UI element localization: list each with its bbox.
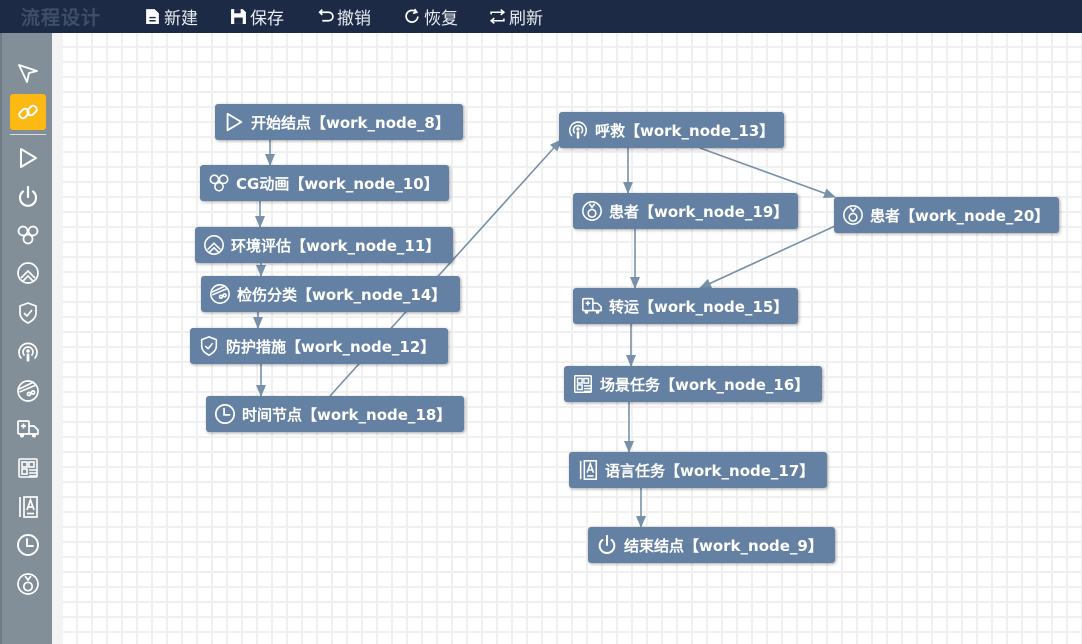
- shield-check-icon: [198, 335, 220, 357]
- flow-node[interactable]: 转运【work_node_15】: [573, 288, 798, 324]
- undo-button[interactable]: 撤销: [317, 0, 371, 33]
- node-type-time[interactable]: [10, 527, 46, 563]
- clock-icon: [214, 403, 236, 425]
- new-button[interactable]: 新建: [144, 0, 198, 33]
- flow-node[interactable]: 语言任务【work_node_17】: [569, 452, 827, 488]
- flow-node[interactable]: 开始结点【work_node_8】: [215, 104, 463, 140]
- node-type-env[interactable]: [10, 255, 46, 291]
- node-label: 患者【work_node_19】: [609, 202, 789, 221]
- ambulance-icon: [16, 417, 40, 441]
- node-label: 呼救【work_node_13】: [595, 121, 775, 140]
- environment-icon: [16, 261, 40, 285]
- refresh-button[interactable]: 刷新: [489, 0, 543, 33]
- node-type-start[interactable]: [10, 140, 46, 176]
- patient-icon: [842, 204, 864, 226]
- flow-node[interactable]: 患者【work_node_20】: [834, 197, 1059, 233]
- redo-icon: [404, 8, 421, 25]
- cg-animation-icon: [208, 172, 230, 194]
- power-icon: [596, 534, 618, 556]
- patient-icon: [581, 200, 603, 222]
- flow-node[interactable]: 防护措施【work_node_12】: [190, 328, 448, 364]
- redo-button[interactable]: 恢复: [404, 0, 458, 33]
- connect-tool[interactable]: [10, 94, 46, 130]
- node-label: 语言任务【work_node_17】: [605, 461, 815, 480]
- node-type-cg[interactable]: [10, 217, 46, 253]
- play-triangle-icon: [16, 146, 40, 170]
- power-icon: [16, 185, 40, 209]
- node-type-language[interactable]: [10, 489, 46, 525]
- undo-icon: [317, 8, 334, 25]
- play-triangle-icon: [223, 111, 245, 133]
- sidebar-divider: [10, 134, 46, 135]
- node-label: 场景任务【work_node_16】: [600, 375, 810, 394]
- new-button-label: 新建: [164, 9, 198, 29]
- link-icon: [16, 100, 40, 124]
- save-button[interactable]: 保存: [230, 0, 284, 33]
- flow-node[interactable]: 检伤分类【work_node_14】: [201, 276, 460, 312]
- flow-node[interactable]: 时间节点【work_node_18】: [206, 396, 464, 432]
- node-label: 检伤分类【work_node_14】: [237, 285, 447, 304]
- redo-button-label: 恢复: [424, 9, 458, 29]
- shield-check-icon: [16, 301, 40, 325]
- node-label: 结束结点【work_node_9】: [624, 536, 823, 555]
- flow-node[interactable]: 环境评估【work_node_11】: [195, 227, 453, 263]
- injured-face-icon: [16, 379, 40, 403]
- node-type-transport[interactable]: [10, 411, 46, 447]
- language-text-icon: [577, 459, 599, 481]
- node-type-scene[interactable]: [10, 450, 46, 486]
- node-label: 环境评估【work_node_11】: [231, 236, 441, 255]
- app-title: 流程设计: [21, 7, 102, 29]
- environment-icon: [203, 234, 225, 256]
- node-type-call[interactable]: [10, 334, 46, 370]
- node-type-protect[interactable]: [10, 295, 46, 331]
- broadcast-icon: [16, 340, 40, 364]
- sidebar-gutter: [52, 33, 63, 644]
- node-type-end[interactable]: [10, 179, 46, 215]
- node-label: 患者【work_node_20】: [870, 206, 1050, 225]
- cursor-arrow-icon: [16, 61, 40, 85]
- top-toolbar: 流程设计 新建 保存 撤销 恢复 刷新: [0, 0, 1082, 33]
- file-icon: [144, 8, 161, 25]
- scene-grid-icon: [572, 373, 594, 395]
- select-tool[interactable]: [10, 55, 46, 91]
- broadcast-icon: [567, 119, 589, 141]
- flow-node[interactable]: CG动画【work_node_10】: [200, 165, 449, 201]
- ambulance-icon: [581, 295, 603, 317]
- node-label: CG动画【work_node_10】: [236, 174, 439, 193]
- language-text-icon: [16, 495, 40, 519]
- undo-button-label: 撤销: [337, 9, 371, 29]
- flow-node[interactable]: 患者【work_node_19】: [573, 193, 798, 229]
- clock-icon: [16, 533, 40, 557]
- flow-node[interactable]: 结束结点【work_node_9】: [588, 527, 835, 563]
- node-type-triage[interactable]: [10, 373, 46, 409]
- save-icon: [230, 8, 247, 25]
- node-label: 开始结点【work_node_8】: [251, 113, 450, 132]
- refresh-button-label: 刷新: [509, 9, 543, 29]
- node-label: 防护措施【work_node_12】: [226, 337, 436, 356]
- refresh-icon: [489, 8, 506, 25]
- node-label: 转运【work_node_15】: [609, 297, 789, 316]
- flow-node[interactable]: 呼救【work_node_13】: [559, 112, 784, 148]
- save-button-label: 保存: [250, 9, 284, 29]
- node-label: 时间节点【work_node_18】: [242, 405, 452, 424]
- flow-node[interactable]: 场景任务【work_node_16】: [564, 366, 822, 402]
- injured-face-icon: [209, 283, 231, 305]
- scene-grid-icon: [16, 456, 40, 480]
- cg-animation-icon: [16, 223, 40, 247]
- tool-sidebar: [0, 33, 52, 644]
- patient-icon: [16, 572, 40, 596]
- node-type-patient[interactable]: [10, 566, 46, 602]
